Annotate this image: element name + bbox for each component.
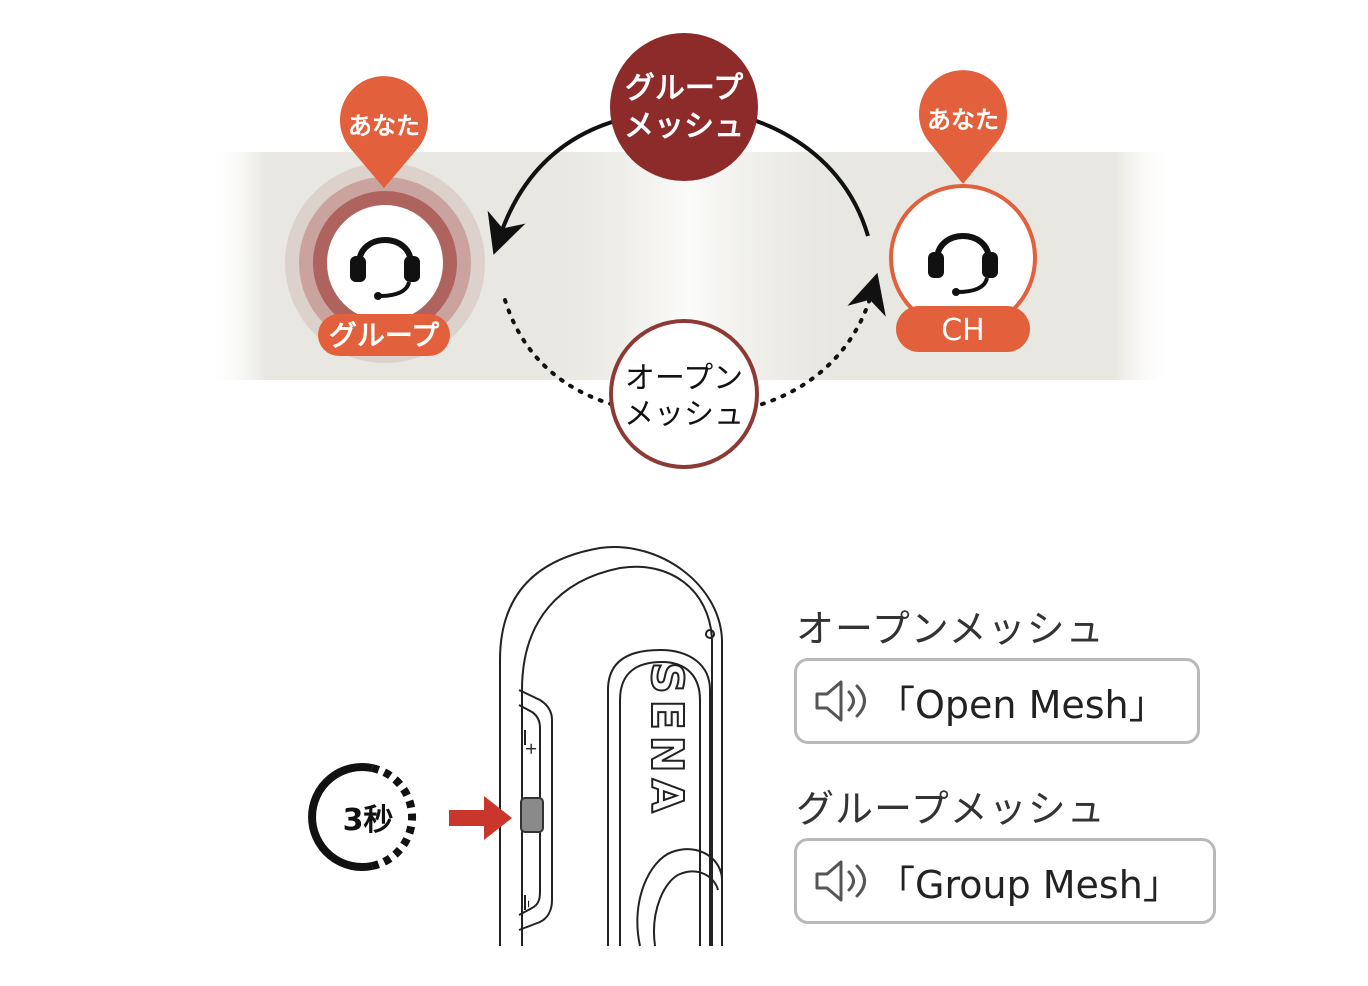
left-headset-node: グループ [285, 163, 485, 363]
group-mesh-voice-box: 「Group Mesh」 [794, 838, 1216, 924]
group-mesh-line2: メッシュ [624, 109, 744, 144]
left-marker-label: あなた [348, 112, 420, 140]
speaker-icon [815, 860, 866, 902]
right-badge: CH [941, 313, 985, 348]
right-headset-node: CH [889, 184, 1037, 352]
speaker-icon [815, 680, 866, 722]
open-mesh-voice: 「Open Mesh」 [877, 682, 1167, 727]
open-mesh-line2: メッシュ [624, 397, 744, 432]
location-pin-icon: あなた [919, 70, 1007, 184]
open-mesh-heading: オープンメッシュ [796, 607, 1105, 651]
open-mesh-arrow [503, 272, 886, 418]
group-mesh-voice: 「Group Mesh」 [877, 862, 1181, 907]
left-badge: グループ [329, 319, 440, 352]
right-badge-bg [896, 306, 1030, 352]
device-brand: SENA [641, 662, 692, 819]
right-marker-label: あなた [927, 106, 999, 134]
hold-time: 3秒 [343, 803, 394, 838]
device-minus: – [520, 900, 539, 908]
headset-icon [928, 233, 998, 296]
device-plus: + [522, 742, 541, 755]
side-jog-button[interactable] [520, 797, 544, 833]
location-pin-icon: あなた [340, 76, 428, 188]
timer-icon: 3秒 [308, 763, 417, 871]
group-mesh-heading: グループメッシュ [796, 787, 1106, 831]
left-badge-bg [318, 314, 450, 356]
open-mesh-node: オープン メッシュ [609, 319, 759, 469]
headset-icon [350, 237, 420, 300]
open-mesh-voice-box: 「Open Mesh」 [794, 658, 1200, 744]
group-mesh-line1: グループ [625, 71, 744, 106]
open-mesh-line1: オープン [625, 361, 743, 396]
press-arrow [449, 796, 512, 840]
group-mesh-node: グループ メッシュ [610, 33, 758, 181]
